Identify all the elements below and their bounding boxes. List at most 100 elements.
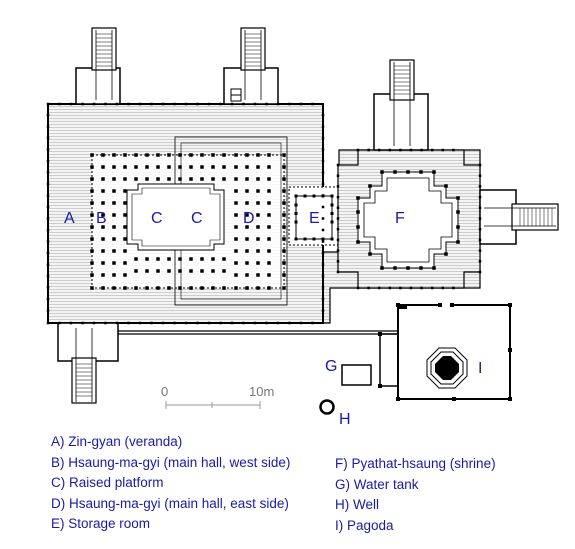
column-dot (267, 177, 271, 181)
column-dot (267, 249, 271, 253)
column-dot (90, 286, 94, 290)
label-f: F (395, 210, 405, 227)
column-dot (234, 153, 238, 157)
legend-right: F) Pyathat-hsaung (shrine) G) Water tank… (335, 454, 496, 536)
column-dot (419, 266, 423, 270)
raised-platform-inner (131, 187, 221, 247)
column-dot (267, 213, 271, 217)
column-dot (282, 273, 286, 277)
column-dot (294, 220, 298, 224)
column-dot (90, 249, 94, 253)
column-dot (282, 249, 286, 253)
column-dot (167, 165, 171, 169)
column-dot (336, 206, 340, 210)
column-dot (294, 194, 298, 198)
column-dot (234, 225, 238, 229)
column-dot (156, 153, 160, 157)
column-dot (452, 286, 455, 290)
stair-east (479, 189, 559, 245)
column-dot (101, 165, 105, 169)
column-dot (406, 266, 410, 270)
column-dot (282, 237, 286, 241)
column-dot (321, 136, 325, 140)
column-dot (184, 321, 188, 325)
column-dot (234, 261, 238, 265)
column-dot (189, 165, 193, 169)
column-dot (123, 177, 127, 181)
column-dot (478, 260, 482, 263)
column-dot (104, 321, 107, 325)
column-dot (200, 257, 204, 261)
column-dot (127, 321, 130, 325)
column-dot (267, 261, 271, 265)
scale-bar: 0 10m (161, 384, 274, 409)
column-dot (167, 257, 171, 261)
column-dot (112, 153, 116, 157)
column-dot (101, 225, 105, 229)
column-dot (393, 170, 397, 174)
column-dot (267, 225, 271, 229)
label-c-west: C (151, 210, 163, 227)
column-dot (299, 321, 303, 325)
column-dot (478, 206, 482, 210)
column-dot (399, 286, 402, 290)
column-dot (330, 203, 334, 207)
column-dot (441, 286, 445, 290)
column-dot (377, 148, 381, 152)
column-dot (46, 263, 50, 266)
column-dot (406, 170, 410, 174)
legend-item: C) Raised platform (51, 475, 164, 490)
column-dot (430, 148, 434, 152)
column-dot (196, 321, 199, 325)
column-dot (123, 165, 127, 169)
column-dot (396, 303, 400, 307)
column-dot (282, 165, 286, 169)
legend-item: F) Pyathat-hsaung (shrine) (335, 456, 496, 471)
column-dot (321, 194, 325, 198)
column-dot (311, 102, 314, 106)
column-dot (115, 102, 119, 106)
column-dot (267, 286, 271, 290)
column-dot (90, 273, 94, 277)
stair-shrine-north (373, 59, 429, 151)
column-dot (123, 201, 127, 205)
column-dot (367, 286, 370, 290)
column-dot (282, 153, 286, 157)
column-dot (112, 249, 116, 253)
column-dot (219, 321, 222, 325)
column-dot (145, 165, 149, 169)
column-dot (234, 177, 238, 181)
column-dot (377, 286, 381, 290)
column-dot (508, 397, 512, 401)
shrine-cross (357, 171, 459, 269)
label-b: B (96, 210, 107, 227)
column-dot (336, 249, 340, 252)
column-dot (321, 237, 325, 241)
column-dot (207, 321, 211, 325)
legend-item: D) Hsaung-ma-gyi (main hall, east side) (51, 495, 289, 511)
column-dot (399, 148, 402, 152)
column-dot (256, 273, 260, 277)
column-dot (101, 237, 105, 241)
column-dot (101, 273, 105, 277)
column-dot (123, 261, 127, 265)
column-dot (112, 273, 116, 277)
column-dot (211, 257, 215, 261)
column-dot (294, 203, 298, 207)
column-dot (321, 309, 325, 312)
column-dot (46, 251, 50, 255)
column-dot (245, 273, 249, 277)
column-dot (478, 217, 482, 220)
column-dot (230, 321, 234, 325)
column-dot (200, 153, 204, 157)
column-dot (112, 286, 116, 290)
column-dot (101, 153, 105, 157)
column-dot (46, 217, 50, 220)
column-dot (256, 286, 260, 290)
column-dot (288, 102, 291, 106)
column-dot (200, 165, 204, 169)
column-dot (245, 153, 249, 157)
column-dot (211, 177, 215, 181)
column-dot (245, 177, 249, 181)
